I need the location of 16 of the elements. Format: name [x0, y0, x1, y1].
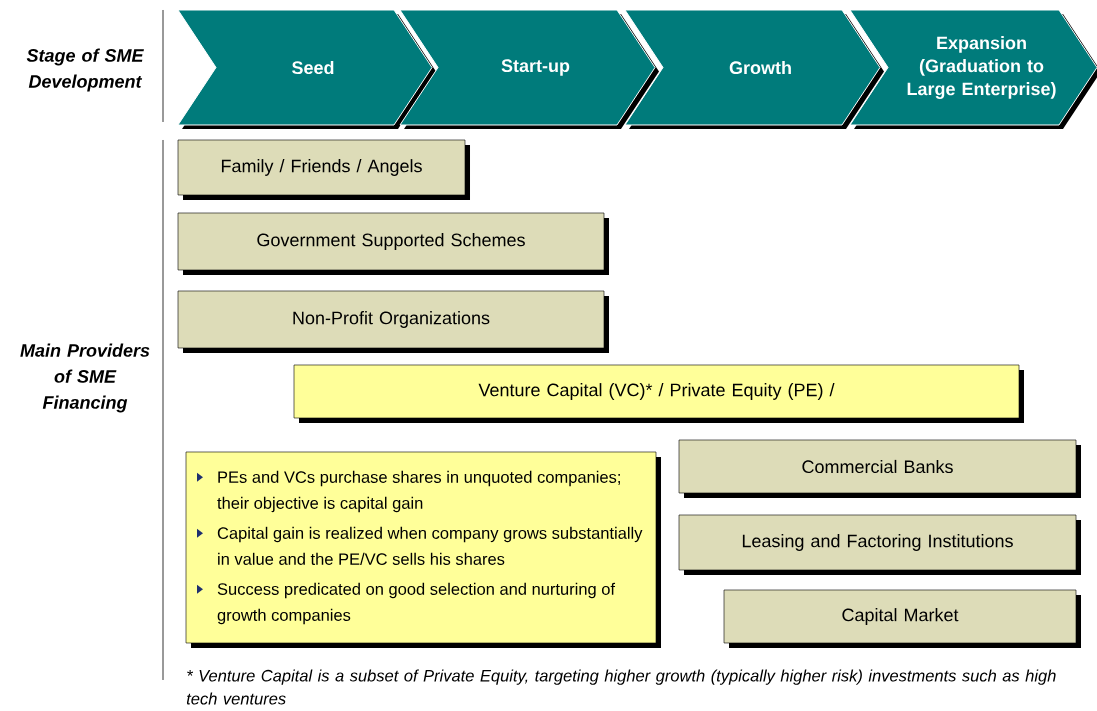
stage-box: Growth	[624, 9, 884, 129]
provider-box: Leasing and Factoring Institutions	[678, 514, 1081, 575]
provider-box: Government Supported Schemes	[177, 212, 609, 275]
footnote: * Venture Capital is a subset of Private Equity, targeting higher growth (typically higher risk) investments such as high tech ventures	[186, 669, 1056, 705]
stage-box: Start-up	[399, 9, 659, 129]
provider-box: Family / Friends / Angels	[177, 139, 470, 200]
row-heading: Stage of SME Development	[26, 48, 144, 92]
provider-box: Commercial Banks	[678, 439, 1081, 498]
row-heading: Main Providers of SME Financing	[20, 343, 150, 413]
stage-box: Seed	[177, 9, 436, 129]
provider-box: Non-Profit Organizations	[177, 290, 609, 353]
bullet-text-box: PEs and VCs purchase shares in unquoted companies; their objective is capital gain Capital gain is realized when company grows substantially in value and the PE/VC sells his shares Success predicated on good selection and nurturing of growth companies	[185, 451, 661, 648]
provider-box: Venture Capital (VC)* / Private Equity (PE) /	[293, 364, 1024, 423]
provider-box: Capital Market	[723, 589, 1081, 648]
node-label: Expansion (Graduation to Large Enterprise)	[907, 36, 1056, 99]
stage-box: Expansion (Graduation to Large Enterprise)	[849, 9, 1097, 129]
